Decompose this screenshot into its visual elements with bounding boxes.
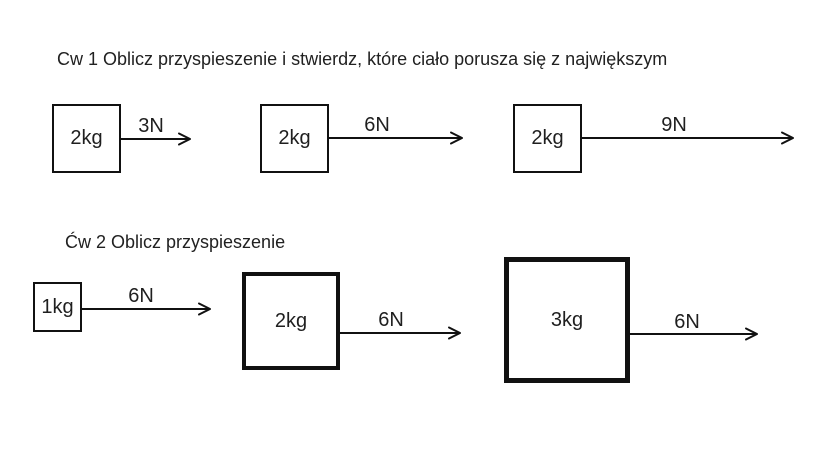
ex1-mass-box-3: 2kg	[513, 104, 582, 173]
ex1-mass-box-2: 2kg	[260, 104, 329, 173]
ex1-force-label-2: 6N	[364, 114, 390, 136]
exercise2-title: Ćw 2 Oblicz przyspieszenie	[65, 232, 286, 252]
ex2-force-label-3: 6N	[674, 311, 700, 333]
ex2-mass-label-2: 2kg	[274, 309, 308, 332]
ex1-mass-label-1: 2kg	[70, 127, 103, 149]
exercise1-title: Cw 1 Oblicz przyspieszenie i stwierdz, k…	[57, 49, 668, 69]
ex1-mass-label-3: 2kg	[531, 127, 564, 149]
ex2-mass-box-2: 2kg	[242, 272, 340, 370]
ex2-force-label-1: 6N	[128, 285, 154, 307]
ex2-mass-box-1: 1kg	[33, 282, 82, 332]
ex2-force-label-2: 6N	[378, 309, 404, 331]
ex2-mass-label-1: 1kg	[41, 295, 74, 318]
ex2-mass-box-3: 3kg	[504, 257, 630, 383]
ex1-mass-label-2: 2kg	[278, 127, 311, 149]
ex1-force-label-3: 9N	[661, 114, 687, 136]
ex1-force-label-1: 3N	[138, 115, 164, 137]
ex2-mass-label-3: 3kg	[550, 308, 584, 331]
ex1-mass-box-1: 2kg	[52, 104, 121, 173]
